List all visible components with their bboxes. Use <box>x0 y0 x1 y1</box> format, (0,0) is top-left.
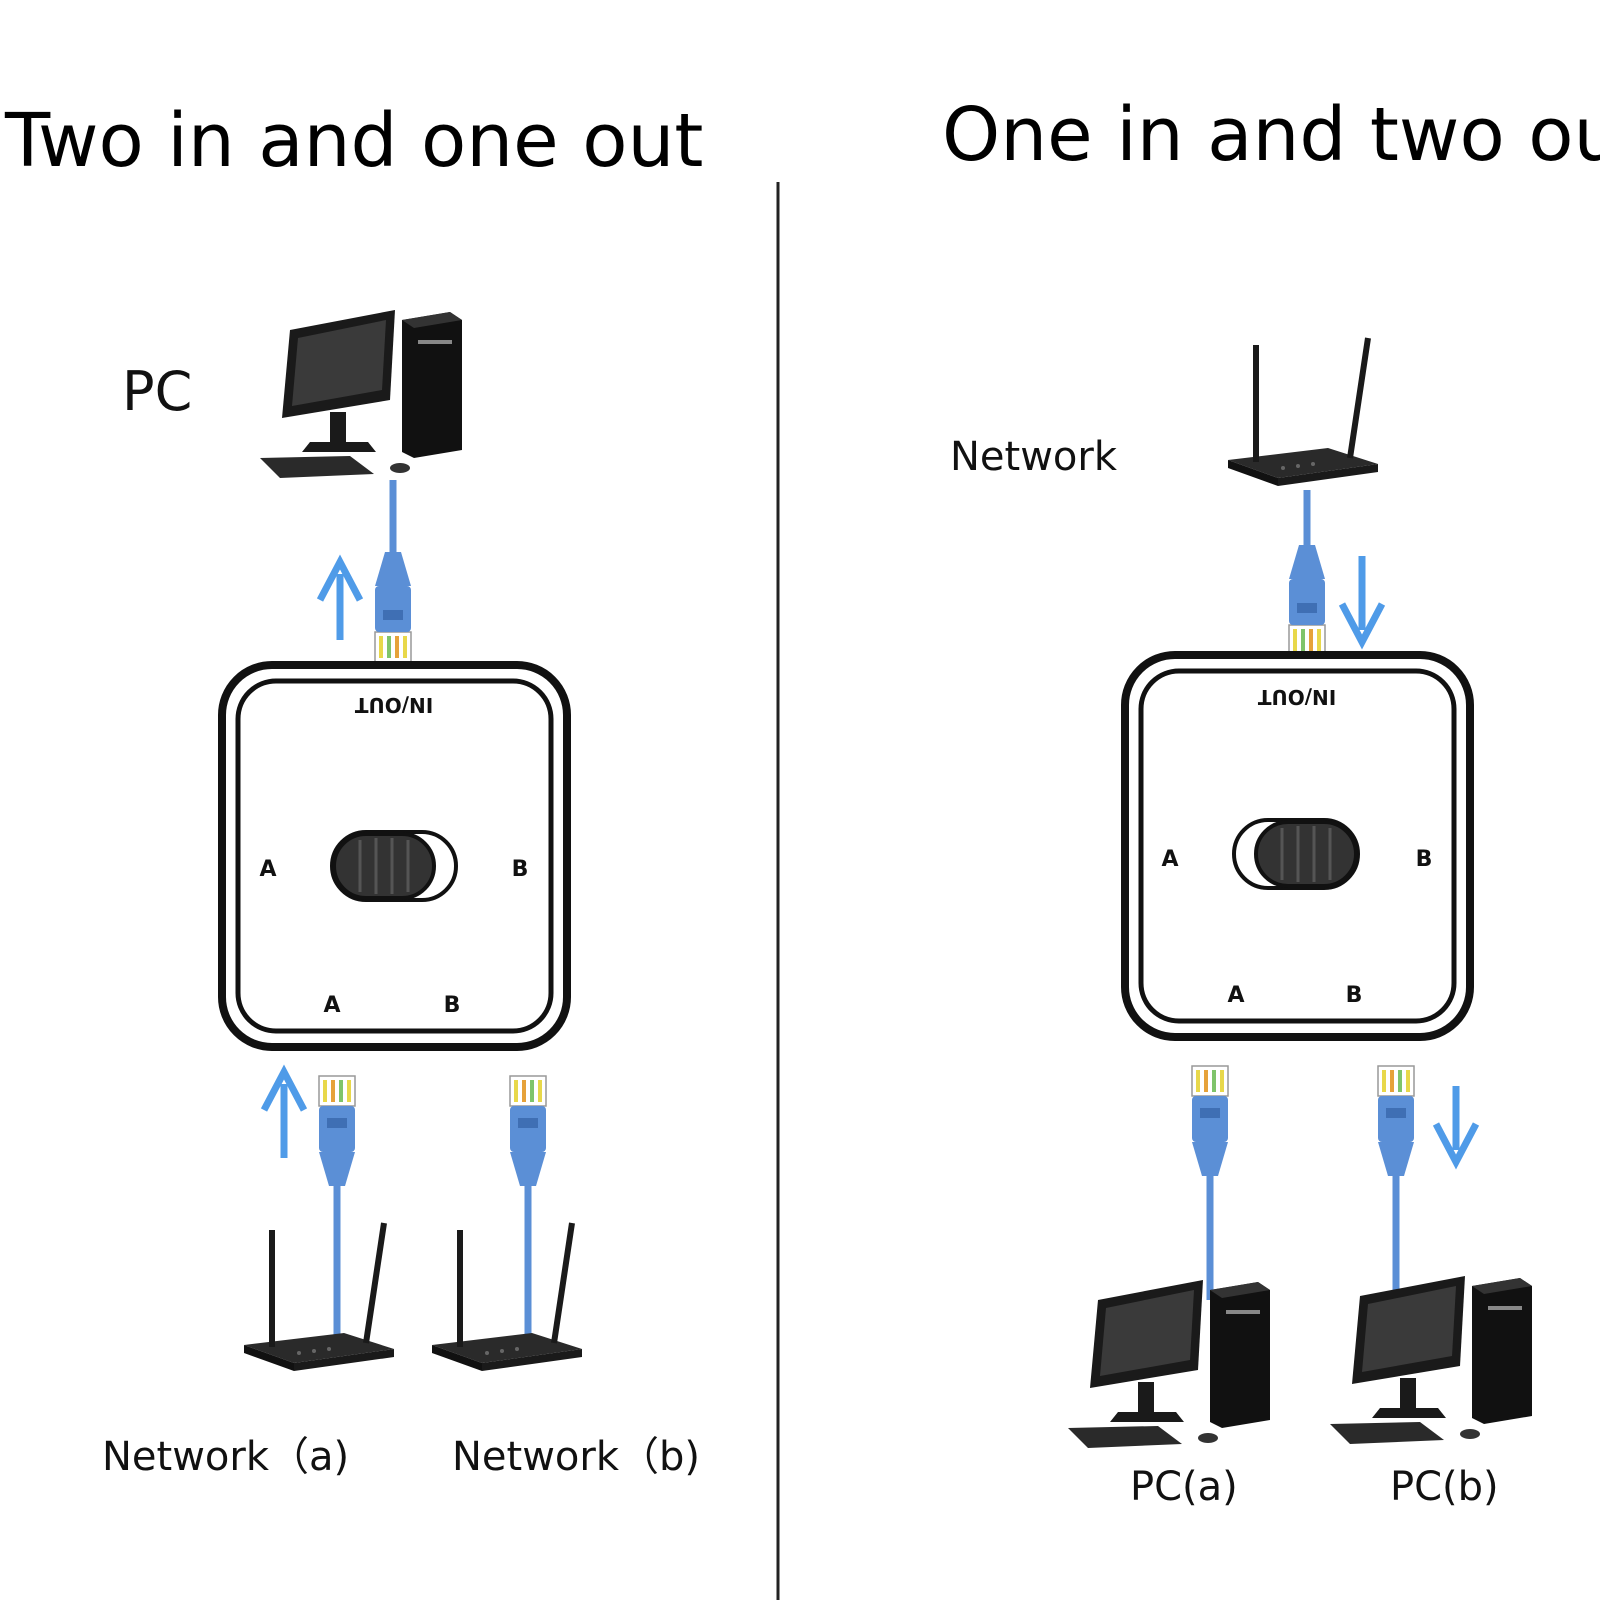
pc-label: PC <box>122 360 192 423</box>
toggle-knob[interactable] <box>1254 820 1358 888</box>
port-a-label: A <box>323 993 340 1018</box>
pc-b-label: PC(b) <box>1390 1464 1499 1510</box>
arrow-down-icon <box>1338 556 1386 650</box>
ethernet-plug-b-icon <box>509 1075 547 1187</box>
network-b-label: Network（b) <box>452 1434 700 1480</box>
router-a-icon <box>244 1223 394 1371</box>
network-a-label: Network（a) <box>102 1434 349 1480</box>
inout-label: IN/OUT <box>354 693 433 717</box>
ethernet-plug-icon <box>1288 544 1326 656</box>
side-a-label: A <box>1161 847 1178 872</box>
router-icon <box>1228 338 1378 486</box>
inout-label: IN/OUT <box>1257 685 1336 709</box>
pc-a-label: PC(a) <box>1130 1464 1238 1510</box>
port-b-label: B <box>1346 983 1363 1008</box>
side-b-label: B <box>512 857 529 882</box>
ethernet-plug-b-icon <box>1377 1065 1415 1177</box>
arrow-down-b-icon <box>1432 1086 1480 1170</box>
pc-a-computer-icon <box>1068 1280 1270 1448</box>
left-title: Two in and one out <box>4 98 703 184</box>
side-b-label: B <box>1416 847 1433 872</box>
ethernet-plug-icon <box>374 551 412 663</box>
ethernet-plug-a-icon <box>1191 1065 1229 1177</box>
port-a-label: A <box>1227 983 1244 1008</box>
right-title: One in and two out <box>942 92 1600 178</box>
port-b-label: B <box>444 993 461 1018</box>
switch-box-icon: IN/OUT A B A B <box>1121 651 1474 1041</box>
side-a-label: A <box>259 857 276 882</box>
pc-b-computer-icon <box>1330 1276 1532 1444</box>
left-panel: PC IN/OUT A B A B <box>102 310 700 1480</box>
arrow-up-icon <box>316 554 364 640</box>
pc-computer-icon <box>260 310 462 478</box>
ethernet-plug-a-icon <box>318 1075 356 1187</box>
network-label: Network <box>950 434 1118 480</box>
switch-box-icon: IN/OUT A B A B <box>218 661 571 1051</box>
arrow-up-a-icon <box>260 1064 308 1158</box>
right-panel: Network IN/OUT A B A B <box>950 338 1532 1510</box>
toggle-knob[interactable] <box>332 832 436 900</box>
router-b-icon <box>432 1223 582 1371</box>
